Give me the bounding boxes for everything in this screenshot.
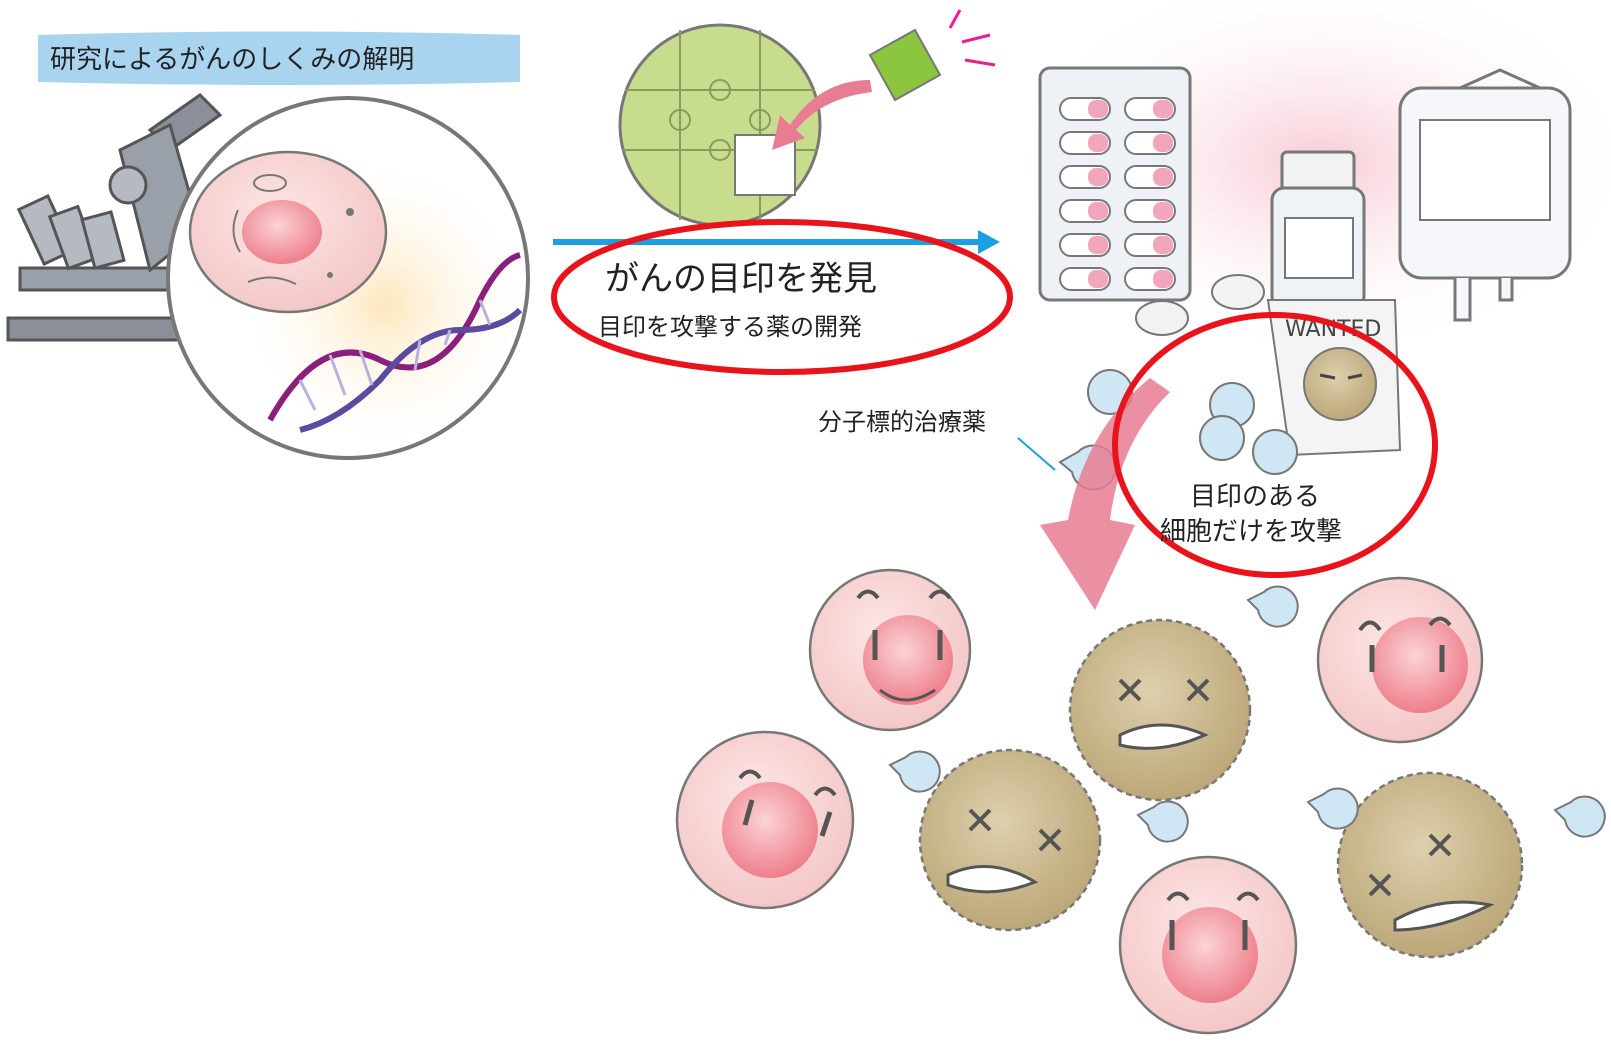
banner-label: 研究によるがんのしくみの解明 [50, 45, 414, 75]
attacking-drug-molecules [888, 585, 1606, 843]
dna-illustration [267, 252, 523, 433]
cell-illustration [188, 150, 388, 314]
blister-pack [1038, 66, 1192, 302]
healthy-cell [1316, 576, 1484, 744]
healthy-cell [675, 730, 855, 910]
cancer-cell [1068, 618, 1252, 802]
healthy-cell [808, 568, 972, 732]
medicine-bottle [1270, 150, 1366, 310]
healthy-cells [675, 568, 1484, 1035]
iv-bag [1398, 68, 1572, 322]
microscope-illustration [6, 93, 223, 342]
medicine-illustrations [1038, 66, 1572, 336]
cancer-cell [1336, 771, 1524, 959]
attack-note-line1: 目印のある [1190, 482, 1320, 512]
cancer-cell [918, 748, 1102, 932]
attack-note-line2: 細胞だけを攻撃 [1160, 517, 1342, 547]
puzzle-illustration [618, 9, 996, 227]
puzzle-piece [868, 28, 942, 102]
cancer-cells [918, 618, 1524, 959]
banner-ribbon [38, 31, 520, 85]
drug-leader-line [1017, 437, 1056, 471]
tablet [1211, 274, 1265, 310]
attack-highlight-ellipse [1112, 312, 1438, 578]
tablet [1135, 300, 1189, 336]
discovery-subtitle: 目印を攻撃する薬の開発 [598, 313, 862, 341]
healthy-cell [1118, 855, 1298, 1035]
discovery-highlight-ellipse [551, 219, 1013, 375]
discovery-title: がんの目印を発見 [605, 259, 877, 299]
puzzle-pink-arrow [772, 80, 872, 150]
research-section: 研究によるがんのしくみの解明 [6, 31, 530, 460]
attack-pink-arrow [1040, 378, 1170, 610]
drug-label: 分子標的治療薬 [818, 408, 986, 436]
